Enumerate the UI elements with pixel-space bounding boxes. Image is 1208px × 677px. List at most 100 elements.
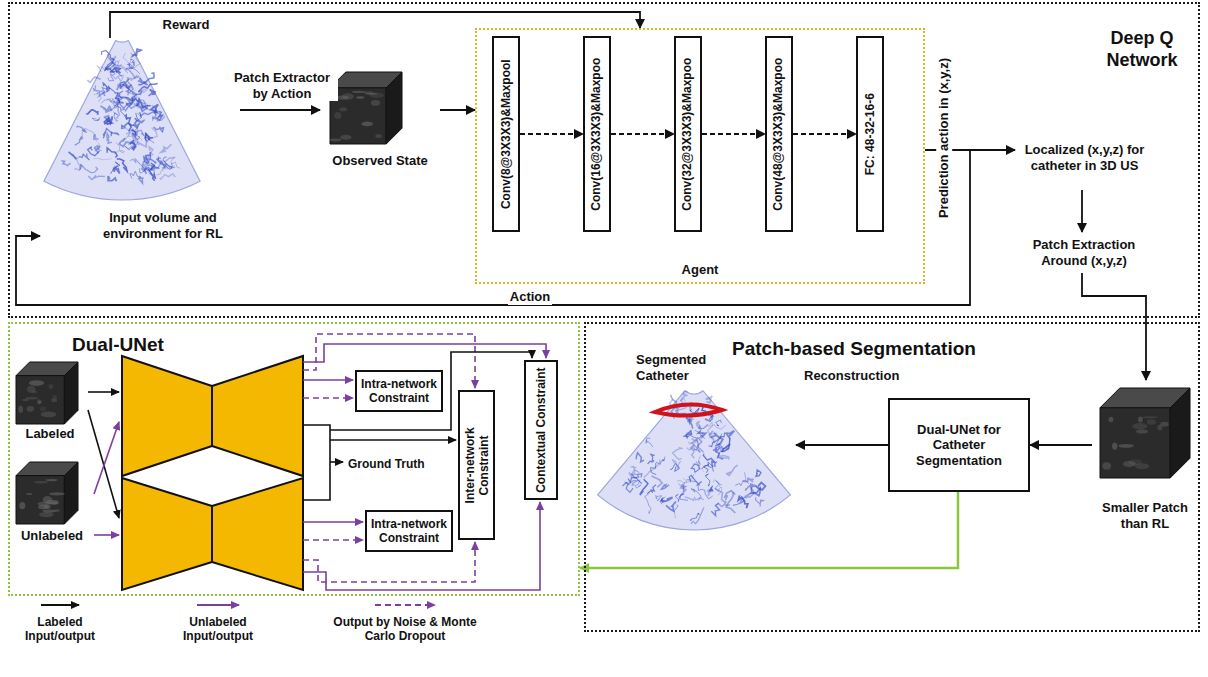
tissue-speckle — [698, 485, 713, 499]
patch-texture — [340, 107, 348, 111]
unlabeled-wire — [303, 521, 363, 523]
tissue-speckle — [112, 62, 121, 69]
tissue-speckle — [122, 123, 133, 128]
image-node: Segmented Catheter — [596, 350, 796, 535]
tissue-speckle — [655, 496, 662, 501]
text-holder: Deep Q Network — [1090, 28, 1194, 71]
tissue-speckle — [640, 479, 648, 494]
tissue-speckle — [119, 138, 131, 146]
patch-texture — [1136, 429, 1148, 433]
tissue-speckle — [152, 105, 162, 117]
tissue-speckle — [94, 134, 99, 139]
tissue-speckle — [144, 165, 159, 173]
patch-texture — [352, 91, 365, 93]
tissue-speckle — [107, 116, 113, 123]
image-node: Observed State — [320, 65, 440, 185]
label-holder: Action — [492, 287, 568, 305]
tissue-speckle — [95, 145, 100, 153]
layer-box: Conv(16@3X3X3)&Maxpoo — [583, 36, 611, 232]
image-node: Unlabeled — [10, 458, 94, 548]
tissue-speckle — [713, 480, 722, 496]
region-title: Patch-based Segmentation — [732, 338, 1032, 361]
label-holder: Reward — [148, 15, 224, 33]
image-node: Labeled — [12, 358, 88, 446]
patch-texture — [371, 100, 380, 106]
edge-label: Patch Extractor by Action — [226, 70, 338, 101]
edge-label: Reward — [161, 17, 212, 33]
constraint-label: Contextual Constraint — [534, 366, 548, 494]
unlabeled-wire — [303, 379, 353, 381]
text-holder: Segmented Catheter — [636, 352, 736, 383]
unlabeled-wire — [303, 344, 546, 362]
text-holder: Dual-UNet — [72, 334, 212, 357]
text-holder: Unlabeled — [10, 528, 94, 544]
tissue-speckle — [724, 491, 735, 501]
patch-texture — [1109, 417, 1114, 423]
legend-sample — [166, 598, 270, 612]
patch-texture — [37, 399, 41, 404]
layer-arrow — [702, 133, 765, 135]
flow-arrow — [1081, 190, 1083, 232]
patch-texture — [1132, 423, 1147, 429]
layer-label: FC: 48-32-16-6 — [863, 93, 877, 175]
free-label: Prediction action in (x,y,z) — [936, 56, 952, 220]
legend-text: Labeled Input/output — [12, 615, 108, 644]
text-node: Patch Extraction Around (x,y,z) — [1022, 232, 1146, 273]
tissue-speckle — [86, 110, 98, 115]
tissue-speckle — [111, 132, 119, 135]
tissue-speckle — [93, 88, 101, 102]
patch-texture — [49, 384, 54, 389]
text-node: Localized (x,y,z) for catheter in 3D US — [1015, 126, 1154, 190]
tissue-speckle — [111, 68, 120, 73]
tissue-speckle — [161, 157, 175, 169]
tissue-speckle — [123, 53, 132, 68]
patch-texture — [51, 398, 57, 402]
flow-arrow — [1030, 444, 1092, 446]
tissue-speckle — [706, 396, 712, 403]
patch-cube — [386, 72, 402, 144]
tissue-speckle — [117, 102, 127, 110]
image-node: Input volume and environment for RL — [40, 38, 240, 250]
labeled-wire — [330, 439, 456, 441]
legend-sample — [330, 598, 480, 612]
patch-texture — [29, 380, 44, 386]
constraint-box: Intra-network Constraint — [355, 370, 443, 412]
patch-texture — [1147, 419, 1156, 425]
patch-texture — [39, 512, 54, 517]
tissue-speckle — [738, 495, 747, 508]
patch-texture — [356, 96, 364, 98]
tissue-speckle — [648, 454, 655, 464]
dual-unet-wires — [88, 334, 546, 590]
tissue-speckle — [145, 157, 149, 166]
text-holder: Patch-based Segmentation — [732, 338, 1032, 361]
unet-symbols — [122, 356, 303, 590]
ultrasound-volume — [598, 391, 791, 530]
process-box: Dual-UNet for Catheter Segmentation — [888, 398, 1030, 492]
layer-box: Conv(32@3X3X3)&Maxpoo — [674, 36, 702, 232]
legend-entry: Unlabeled Input/output — [166, 598, 270, 644]
tissue-speckle — [718, 502, 730, 507]
tissue-speckle — [75, 157, 83, 171]
patch-cube — [1100, 408, 1170, 478]
patch-texture — [40, 407, 46, 412]
tissue-speckle — [636, 453, 644, 462]
tissue-speckle — [103, 129, 111, 139]
layer-box: Conv(8@3X3X3)&Maxpool — [492, 36, 520, 232]
tissue-speckle — [716, 420, 722, 426]
tissue-speckle — [698, 431, 706, 437]
tissue-speckle — [81, 165, 98, 173]
tissue-speckle — [711, 434, 723, 446]
patch-texture — [46, 479, 58, 481]
edge-label: Action — [508, 289, 552, 305]
node-caption: Input volume and environment for RL — [88, 210, 238, 241]
tissue-speckle — [88, 77, 101, 82]
tissue-speckle — [647, 485, 656, 494]
tissue-speckle — [756, 483, 766, 490]
node-label: Dual-UNet for Catheter Segmentation — [893, 422, 1025, 469]
label-holder: Reconstruction — [802, 366, 901, 384]
tissue-speckle — [149, 90, 156, 97]
tissue-speckle — [674, 505, 678, 519]
layer-label: Conv(16@3X3X3)&Maxpoo — [590, 57, 604, 210]
patch-texture — [26, 493, 32, 495]
